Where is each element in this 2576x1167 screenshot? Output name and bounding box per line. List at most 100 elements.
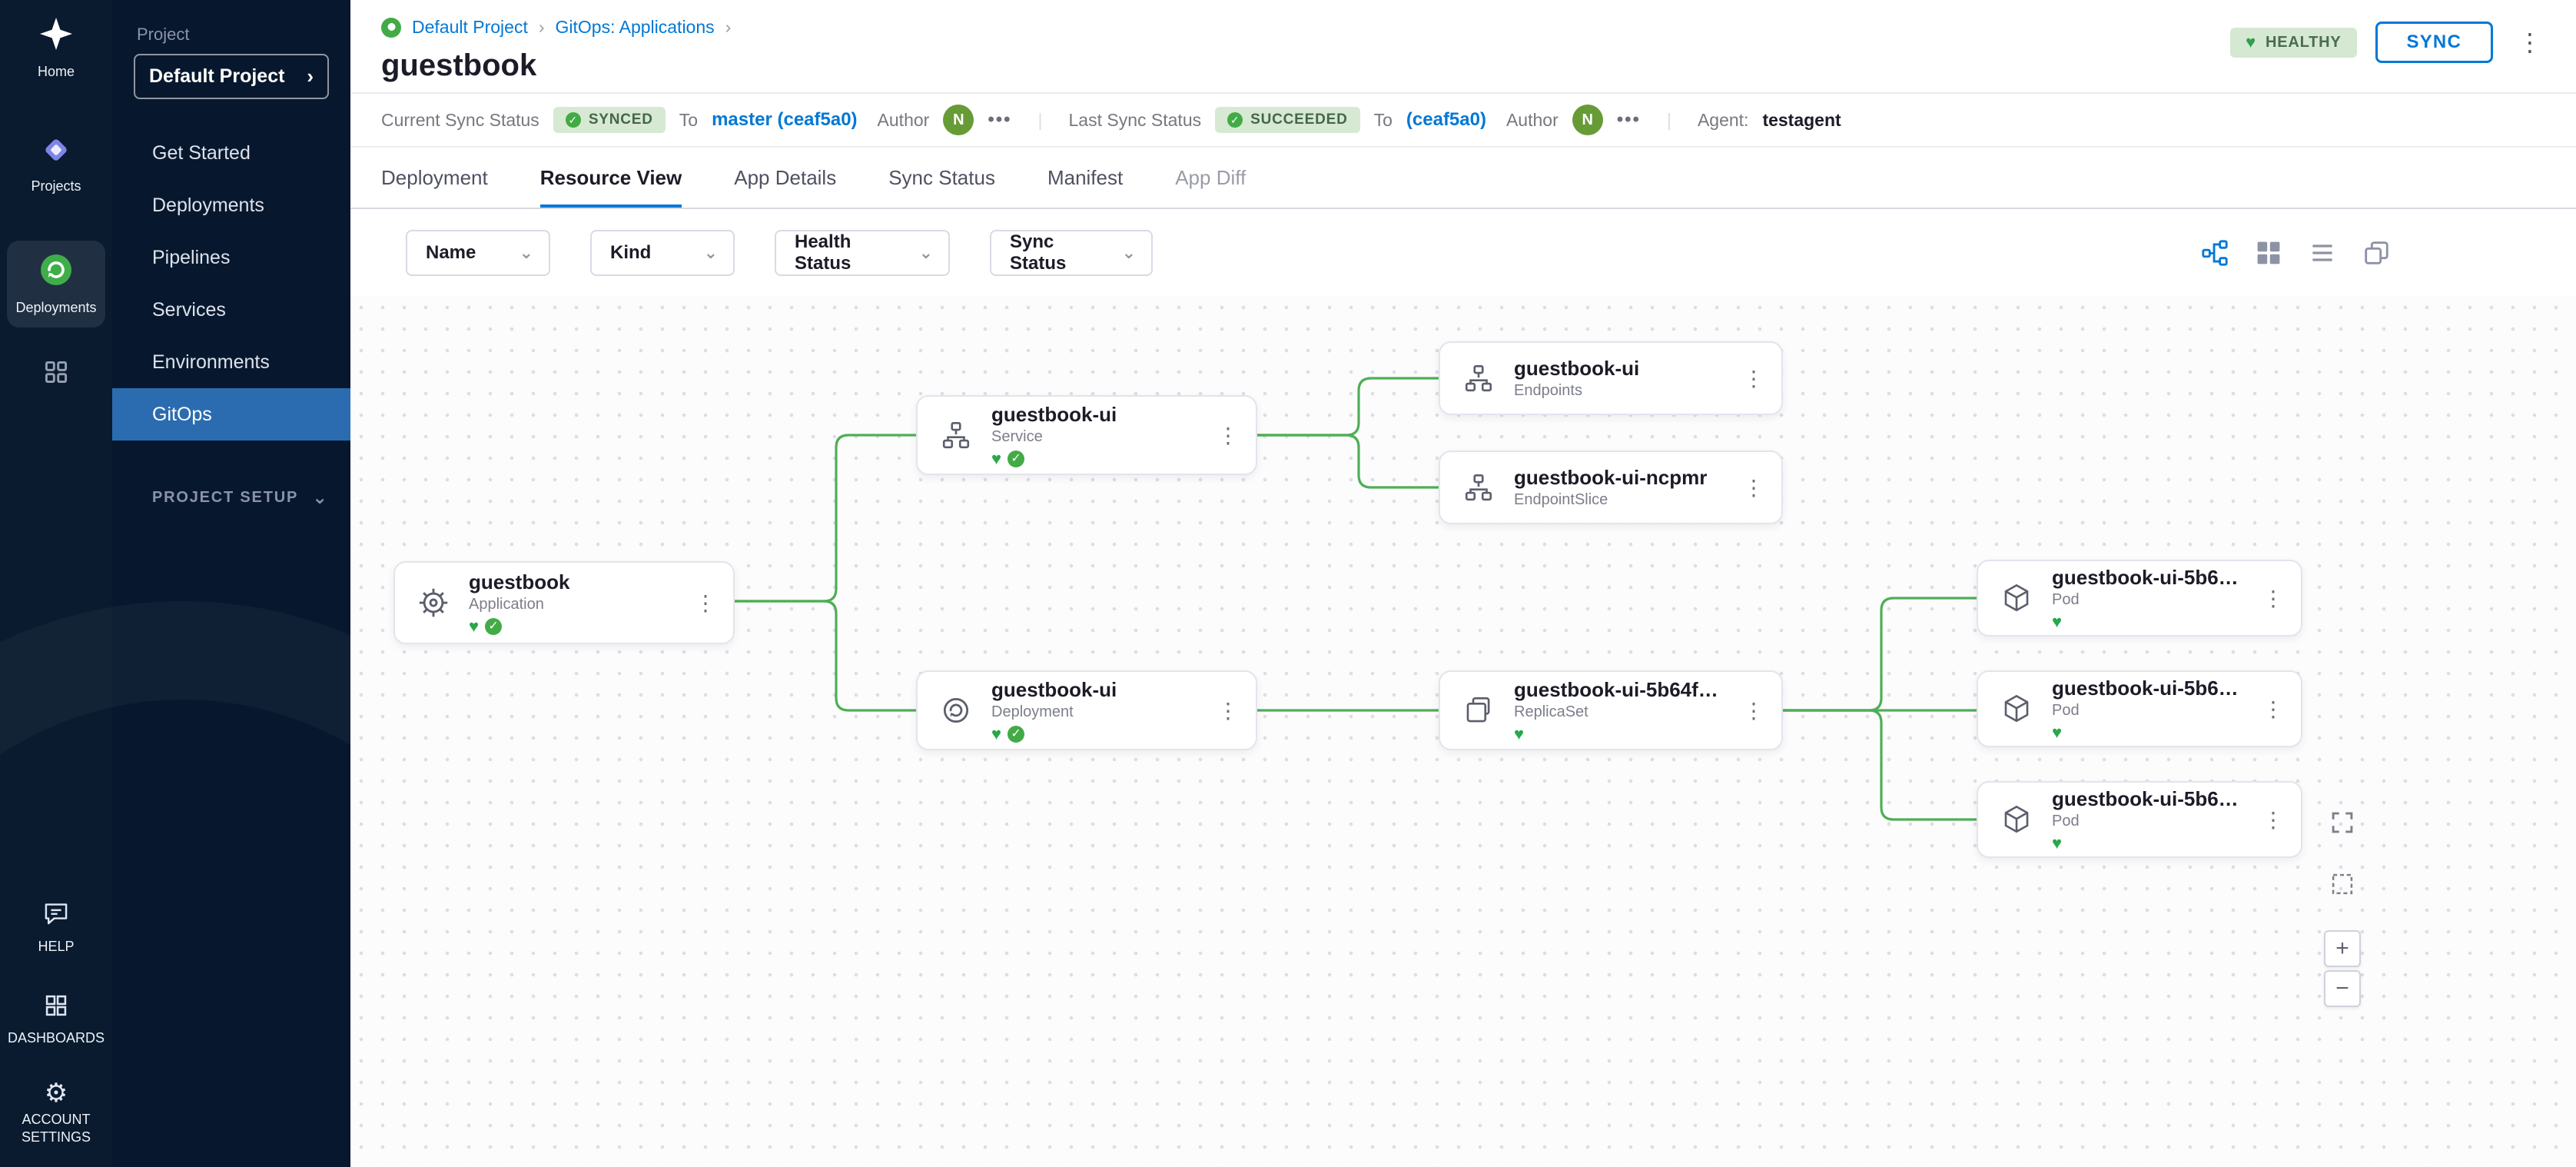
project-setup-toggle[interactable]: PROJECT SETUP ⌄	[112, 487, 350, 509]
zoom-in-button[interactable]: +	[2324, 930, 2361, 967]
page-title: guestbook	[381, 48, 537, 82]
projects-icon	[39, 133, 73, 173]
group-view-button[interactable]	[2361, 238, 2392, 268]
node-title: guestbook	[469, 570, 570, 593]
succeeded-badge-label: SUCCEEDED	[1250, 111, 1348, 128]
node-title: guestbook-ui	[991, 678, 1117, 701]
filter-kind-select[interactable]: Kind ⌄	[590, 230, 735, 276]
node-title: guestbook-ui	[1514, 357, 1640, 380]
fullscreen-button[interactable]	[2324, 804, 2361, 841]
sidebar-item-get-started[interactable]: Get Started	[152, 141, 251, 164]
rail-dashboards-label: DASHBOARDS	[7, 1029, 105, 1046]
check-circle-icon: ✓	[565, 112, 581, 128]
rail-home-label: Home	[37, 64, 75, 79]
divider: |	[1037, 109, 1043, 130]
application-icon	[413, 583, 453, 623]
resource-node-endpoints[interactable]: guestbook-ui Endpoints ⋮	[1439, 341, 1783, 415]
last-sync-target-link[interactable]: (ceaf5a0)	[1406, 109, 1486, 130]
rail-item-projects[interactable]: Projects	[31, 133, 81, 195]
resource-node-pod-1[interactable]: guestbook-ui-5b64f6959... Pod ♥ ⋮	[1977, 560, 2302, 637]
author-avatar[interactable]: N	[943, 105, 974, 135]
rail-item-dashboards[interactable]: DASHBOARDS	[5, 992, 107, 1047]
filter-name-select[interactable]: Name ⌄	[406, 230, 550, 276]
synced-badge-label: SYNCED	[588, 111, 653, 128]
breadcrumb: Default Project › GitOps: Applications ›	[381, 17, 2545, 38]
resource-node-pod-3[interactable]: guestbook-ui-5b64f6959... Pod ♥ ⋮	[1977, 781, 2302, 858]
check-circle-icon: ✓	[1227, 112, 1243, 128]
chevron-down-icon: ⌄	[703, 243, 718, 262]
breadcrumb-applications-link[interactable]: GitOps: Applications	[555, 17, 715, 37]
rail-item-deployments[interactable]: Deployments	[7, 241, 105, 327]
project-section-label: Project	[137, 25, 190, 44]
filter-health-status-label: Health Status	[795, 231, 851, 274]
node-title: guestbook-ui-5b64f6959...	[2052, 677, 2249, 700]
node-menu-button[interactable]: ⋮	[1743, 366, 1764, 391]
resource-node-application[interactable]: guestbook Application ♥ ✓ ⋮	[393, 561, 735, 644]
list-view-button[interactable]	[2307, 238, 2338, 268]
to-label: To	[1373, 109, 1393, 130]
node-kind: Endpoints	[1514, 382, 1582, 399]
last-sync-status-label: Last Sync Status	[1068, 109, 1202, 130]
sync-status-bar: Current Sync Status ✓ SYNCED To master (…	[350, 92, 2576, 148]
current-sync-status-label: Current Sync Status	[381, 109, 539, 130]
sidebar-item-environments[interactable]: Environments	[152, 351, 270, 373]
node-menu-button[interactable]: ⋮	[2262, 697, 2284, 721]
node-menu-button[interactable]: ⋮	[2262, 586, 2284, 610]
rail-item-home[interactable]: Home	[38, 15, 75, 81]
rail-account-settings-label: ACCOUNT SETTINGS	[21, 1112, 91, 1145]
filter-toolbar: Name ⌄ Kind ⌄ Health Status ⌄ Sync Statu…	[350, 209, 2576, 297]
tree-view-button[interactable]	[2199, 238, 2230, 268]
resource-node-replicaset[interactable]: guestbook-ui-5b64f69597 ReplicaSet ♥ ⋮	[1439, 670, 1783, 750]
chevron-right-icon: ›	[307, 65, 314, 88]
resource-node-endpointslice[interactable]: guestbook-ui-ncpmr EndpointSlice ⋮	[1439, 451, 1783, 524]
zoom-out-button[interactable]: −	[2324, 970, 2361, 1007]
current-sync-target-link[interactable]: master (ceaf5a0)	[712, 109, 858, 130]
node-menu-button[interactable]: ⋮	[1217, 698, 1239, 723]
select-area-button[interactable]	[2324, 866, 2361, 903]
health-heart-icon: ♥	[2246, 32, 2256, 52]
more-authors-button[interactable]: •••	[988, 109, 1012, 130]
sync-button[interactable]: SYNC	[2375, 22, 2493, 63]
resource-tree-canvas[interactable]: guestbook Application ♥ ✓ ⋮ guestbook-ui…	[350, 297, 2576, 1167]
breadcrumb-project-link[interactable]: Default Project	[412, 17, 528, 37]
pod-icon	[1997, 578, 2037, 618]
app-menu-button[interactable]: ⋮	[2518, 28, 2542, 56]
service-icon	[936, 415, 976, 455]
sidebar-item-pipelines[interactable]: Pipelines	[152, 246, 231, 268]
chevron-down-icon: ⌄	[519, 243, 533, 262]
tab-app-details[interactable]: App Details	[734, 165, 837, 189]
node-menu-button[interactable]: ⋮	[2262, 807, 2284, 832]
tab-resource-view[interactable]: Resource View	[539, 148, 682, 208]
rail-item-help[interactable]: HELP	[38, 899, 75, 956]
tab-deployment[interactable]: Deployment	[381, 165, 488, 189]
sidebar-item-services[interactable]: Services	[152, 298, 226, 321]
filter-health-status-select[interactable]: Health Status ⌄	[775, 230, 950, 276]
node-menu-button[interactable]: ⋮	[695, 590, 716, 615]
project-selector[interactable]: Default Project ›	[134, 54, 329, 99]
node-status-row: ♥	[2052, 613, 2249, 630]
node-menu-button[interactable]: ⋮	[1217, 423, 1239, 447]
grid-view-button[interactable]	[2253, 238, 2284, 268]
health-heart-icon: ♥	[991, 724, 1002, 743]
rail-item-account-settings[interactable]: ⚙ ACCOUNT SETTINGS	[13, 1080, 99, 1145]
sidebar-item-gitops[interactable]: GitOps	[112, 388, 350, 441]
resource-node-deployment[interactable]: guestbook-ui Deployment ♥ ✓ ⋮	[916, 670, 1257, 750]
filter-sync-status-select[interactable]: Sync Status ⌄	[990, 230, 1153, 276]
harness-logo-icon	[38, 15, 75, 58]
node-kind: ReplicaSet	[1514, 703, 1588, 720]
gear-icon: ⚙	[44, 1079, 68, 1108]
node-menu-button[interactable]: ⋮	[1743, 475, 1764, 500]
node-kind: Service	[991, 428, 1043, 445]
node-menu-button[interactable]: ⋮	[1743, 698, 1764, 723]
resource-node-pod-2[interactable]: guestbook-ui-5b64f6959... Pod ♥ ⋮	[1977, 670, 2302, 747]
node-status-row: ♥	[1514, 726, 1729, 743]
tab-manifest[interactable]: Manifest	[1047, 165, 1124, 189]
module-picker-button[interactable]	[42, 358, 70, 392]
more-authors-button[interactable]: •••	[1616, 109, 1641, 130]
node-kind: Pod	[2052, 591, 2080, 608]
tab-sync-status[interactable]: Sync Status	[888, 165, 995, 189]
sidebar-item-deployments[interactable]: Deployments	[152, 194, 264, 216]
author-avatar[interactable]: N	[1572, 105, 1603, 135]
resource-node-service[interactable]: guestbook-ui Service ♥ ✓ ⋮	[916, 395, 1257, 475]
